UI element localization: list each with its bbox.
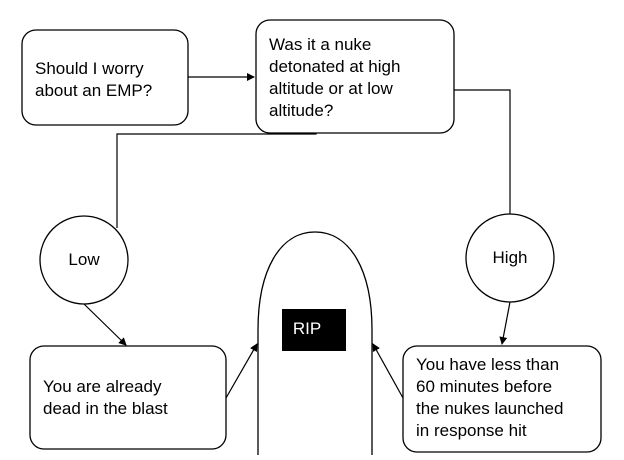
question-altitude-box — [255, 19, 455, 134]
connector-low-to-outcome — [83, 303, 127, 346]
connector-outcome-low-to-tombstone — [225, 343, 258, 399]
question-emp-text: Should I worry about an EMP? — [35, 59, 153, 100]
rip-plate — [282, 309, 346, 351]
answer-low-label: Low — [68, 250, 100, 269]
answer-high-label: High — [492, 248, 528, 267]
connector-altitude-to-low — [116, 133, 317, 228]
outcome-high-text: You have less than 60 minutes before the… — [416, 355, 564, 440]
outcome-low-text: You are already dead in the blast — [43, 377, 168, 418]
connector-altitude-to-high — [454, 89, 511, 215]
question-altitude-text: Was it a nuke detonated at high altitude… — [269, 35, 401, 120]
connector-outcome-high-to-tombstone — [372, 343, 404, 399]
outcome-high-box — [402, 345, 602, 453]
tombstone-rip-label: RIP — [292, 319, 322, 338]
connector-high-to-outcome — [499, 301, 511, 345]
